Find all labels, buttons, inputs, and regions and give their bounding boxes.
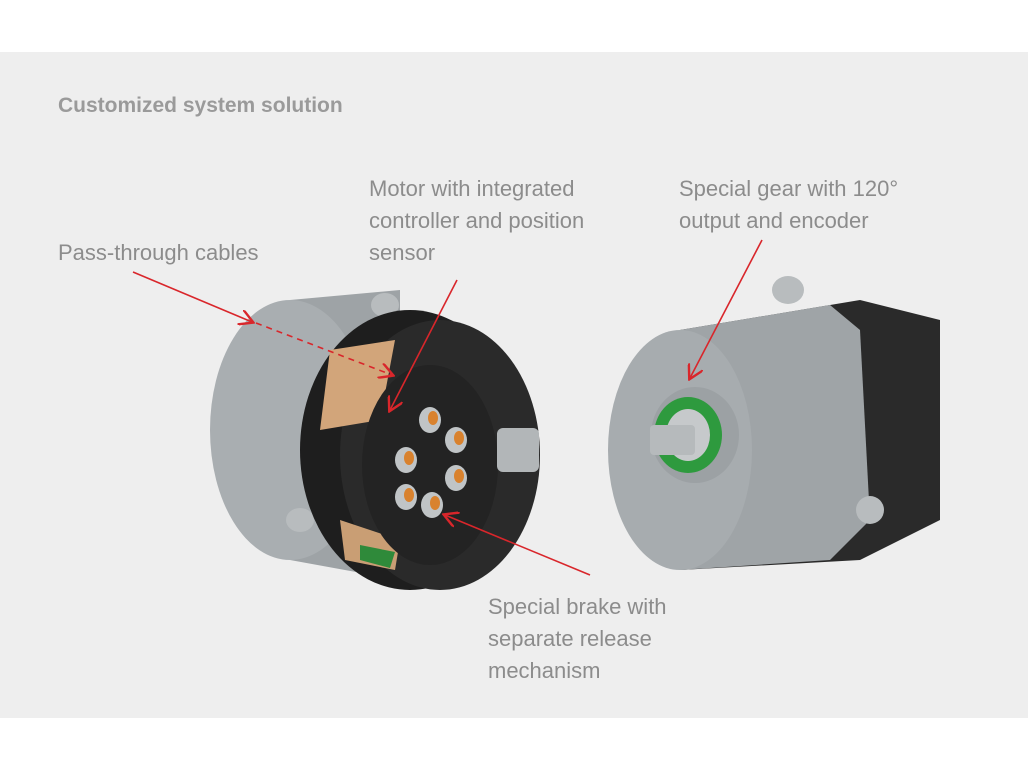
arrow-pass-through bbox=[132, 271, 252, 322]
label-line: controller and position bbox=[369, 208, 585, 233]
label-brake: Special brake with separate release mech… bbox=[488, 591, 667, 687]
label-gear: Special gear with 120° output and encode… bbox=[679, 173, 898, 237]
label-line: separate release bbox=[488, 626, 652, 651]
label-line: Pass-through cables bbox=[58, 240, 259, 265]
label-line: Motor with integrated bbox=[369, 176, 575, 201]
label-line: Special gear with 120° bbox=[679, 176, 899, 201]
right-motor bbox=[608, 276, 940, 570]
arrow-brake bbox=[445, 515, 591, 576]
arrow-gear bbox=[690, 239, 763, 378]
arrow-pass-through-dashed bbox=[255, 322, 392, 375]
label-line: sensor bbox=[369, 240, 436, 265]
page-title: Customized system solution bbox=[58, 94, 343, 117]
label-line: mechanism bbox=[488, 658, 601, 683]
arrow-motor bbox=[390, 279, 458, 410]
left-motor bbox=[210, 290, 540, 590]
callout-arrows bbox=[132, 239, 763, 576]
label-pass-through-cables: Pass-through cables bbox=[58, 237, 259, 269]
label-line: output and encoder bbox=[679, 208, 869, 233]
label-motor: Motor with integrated controller and pos… bbox=[369, 173, 584, 269]
label-line: Special brake with bbox=[488, 594, 667, 619]
